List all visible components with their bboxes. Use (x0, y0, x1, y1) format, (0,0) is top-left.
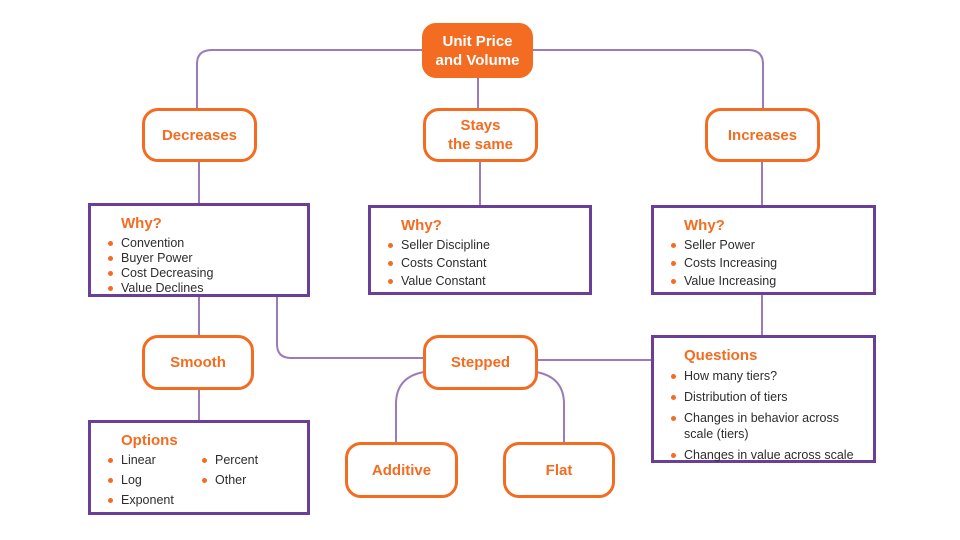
connector-stepped-to-flat (535, 371, 565, 442)
list-item: Seller Discipline (381, 238, 579, 252)
node-additive: Additive (345, 442, 458, 498)
why-increases-list: Seller Power Costs Increasing Value Incr… (664, 238, 863, 288)
list-item: Value Increasing (664, 274, 863, 288)
list-item: Changes in behavior across scale (tiers) (664, 410, 863, 442)
connector-stepped-to-additive (395, 371, 425, 442)
list-item: Value Constant (381, 274, 579, 288)
list-item: Value Declines (101, 281, 297, 295)
why-stays-same-list: Seller Discipline Costs Constant Value C… (381, 238, 579, 288)
options-list-col1: Linear Log Exponent (101, 453, 195, 507)
connector-why-to-stepped (276, 297, 423, 359)
why-decreases-list: Convention Buyer Power Cost Decreasing V… (101, 236, 297, 295)
list-item: Costs Constant (381, 256, 579, 270)
list-item: Seller Power (664, 238, 863, 252)
node-increases: Increases (705, 108, 820, 162)
node-stays-the-same: Stays the same (423, 108, 538, 162)
node-decreases: Decreases (142, 108, 257, 162)
list-item: Buyer Power (101, 251, 297, 265)
panel-options: Options Linear Log Exponent Percent Othe… (88, 420, 310, 515)
connector-root-to-decreases (196, 49, 422, 108)
panel-why-increases: Why? Seller Power Costs Increasing Value… (651, 205, 876, 295)
connector-root-to-increases (533, 49, 764, 108)
panel-title: Why? (401, 217, 442, 234)
list-item: Linear (101, 453, 195, 467)
list-item: Changes in value across scale (664, 447, 863, 463)
list-item: Other (195, 473, 258, 487)
panel-title: Why? (684, 217, 725, 234)
list-item: Exponent (101, 493, 195, 507)
node-smooth: Smooth (142, 335, 254, 390)
panel-title: Questions (684, 347, 758, 364)
list-item: How many tiers? (664, 368, 863, 384)
node-stepped: Stepped (423, 335, 538, 390)
node-unit-price-and-volume: Unit Price and Volume (422, 23, 533, 78)
options-columns: Linear Log Exponent Percent Other (101, 453, 297, 507)
panel-why-stays-same: Why? Seller Discipline Costs Constant Va… (368, 205, 592, 295)
list-item: Log (101, 473, 195, 487)
panel-title: Options (121, 432, 178, 449)
list-item: Cost Decreasing (101, 266, 297, 280)
list-item: Distribution of tiers (664, 389, 863, 405)
panel-title: Why? (121, 215, 162, 232)
list-item: Percent (195, 453, 258, 467)
list-item: Costs Increasing (664, 256, 863, 270)
panel-why-decreases: Why? Convention Buyer Power Cost Decreas… (88, 203, 310, 297)
list-item: Convention (101, 236, 297, 250)
node-flat: Flat (503, 442, 615, 498)
questions-list: How many tiers? Distribution of tiers Ch… (664, 368, 863, 463)
options-list-col2: Percent Other (195, 453, 258, 507)
panel-questions: Questions How many tiers? Distribution o… (651, 335, 876, 463)
